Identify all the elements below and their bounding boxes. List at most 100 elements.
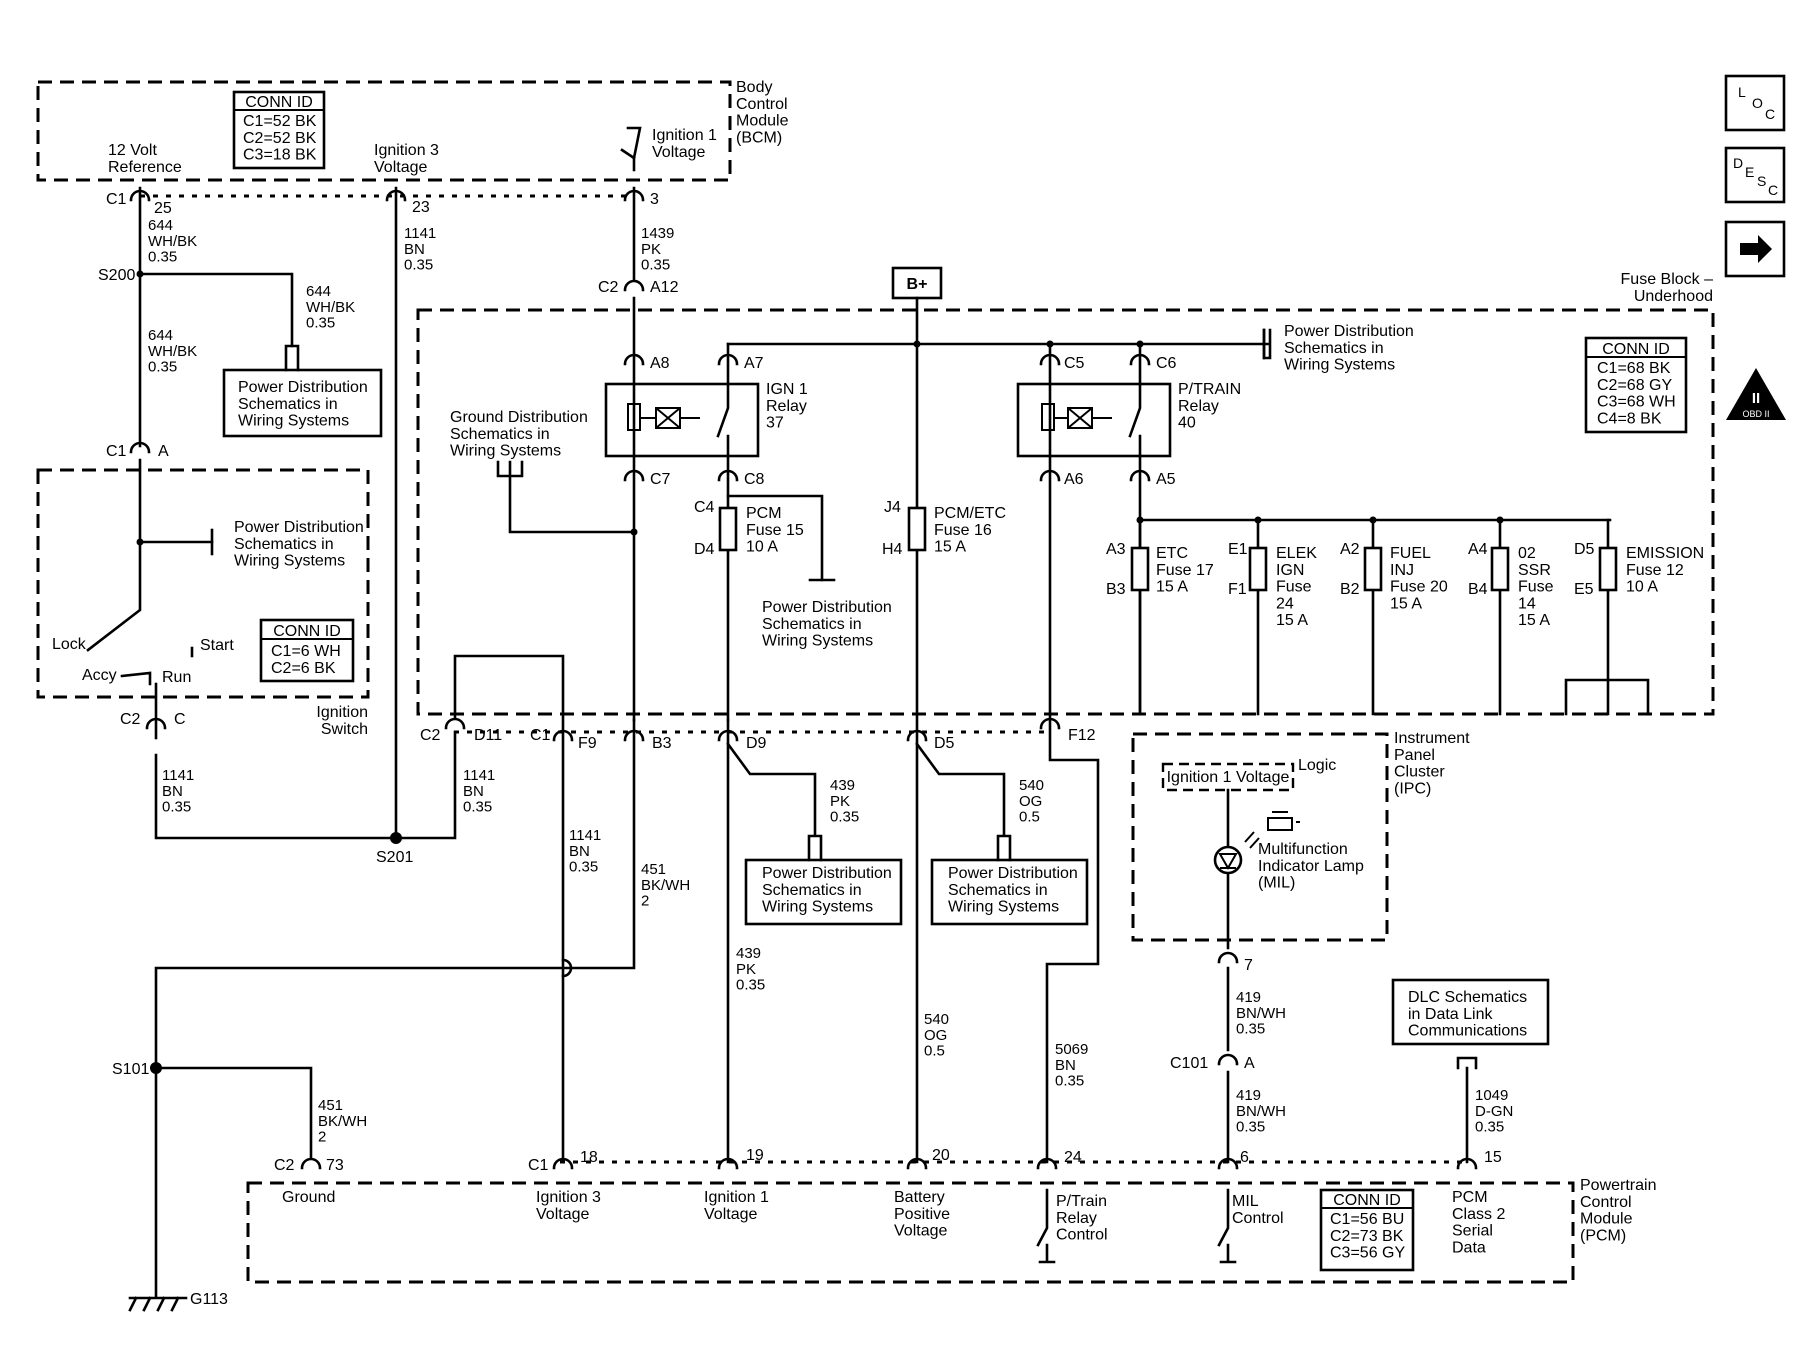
- pin-label: C6: [1156, 355, 1177, 372]
- connector-labels: C1 25 23 3 S200 C2 A12 A8 A7 C7 C8 C5 C6…: [98, 191, 1595, 1308]
- dlc-connector-stub: [1456, 1056, 1478, 1070]
- fuse-block-outline: [416, 308, 1715, 716]
- pin-label: D5: [1574, 541, 1595, 558]
- splice-label: S200: [98, 267, 135, 284]
- ground-distribution-wire: [508, 460, 636, 534]
- elek-ign-fuse-24: [1248, 546, 1268, 592]
- pin-label: A8: [650, 355, 670, 372]
- ipc-ign1-voltage-label: Ignition 1 Voltage: [1167, 769, 1290, 786]
- pin-label: C5: [1064, 355, 1085, 372]
- wire-644-branch: [138, 272, 294, 348]
- pin-label: A3: [1106, 541, 1126, 558]
- pin-label: E1: [1228, 541, 1248, 558]
- pin-label: J4: [884, 499, 901, 516]
- pin-label: B3: [1106, 581, 1126, 598]
- connector-pin-mark: [906, 729, 928, 742]
- pin-label: 23: [412, 199, 430, 216]
- description-button[interactable]: D E S C: [1724, 146, 1786, 204]
- connector-label: C2: [598, 279, 619, 296]
- fuse-bus-junction: [1496, 516, 1504, 524]
- fuel-inj-fuse-20: [1363, 546, 1383, 592]
- wire-1141-to-s201: [154, 730, 457, 840]
- splice-s200: [136, 270, 144, 278]
- pin-label: C8: [744, 471, 765, 488]
- pin-label: C: [174, 711, 186, 728]
- pin-label: F1: [1228, 581, 1247, 598]
- connector-pin-mark: [1129, 353, 1151, 366]
- wire-crossover: [561, 958, 573, 978]
- pcm-fuse-15: [718, 506, 738, 552]
- connector-pin-mark: [129, 441, 151, 454]
- wire-439-branch: [726, 742, 817, 837]
- connector-pin-mark: [129, 189, 151, 202]
- pin-label: A7: [744, 355, 764, 372]
- pin-label: A4: [1468, 541, 1488, 558]
- pin-label: C7: [650, 471, 671, 488]
- connector-pin-mark: [717, 353, 739, 366]
- pin-label: B4: [1468, 581, 1488, 598]
- obd-ii-mark: II: [1752, 390, 1760, 407]
- pin-label: A12: [650, 279, 679, 296]
- location-button-label-c: C: [1765, 106, 1775, 122]
- logic-label: Logic: [1298, 757, 1336, 774]
- next-page-button[interactable]: [1724, 220, 1786, 278]
- arrow-right-icon: [1740, 235, 1772, 263]
- description-button-label-d: D: [1733, 155, 1743, 171]
- connector-pin-mark: [1039, 717, 1061, 730]
- connector-pin-mark: [1217, 1053, 1239, 1066]
- pin-label: D9: [746, 735, 767, 752]
- ign1-relay-box: [604, 382, 760, 458]
- pin-label: 25: [154, 200, 172, 217]
- ipc-outline: [1131, 732, 1389, 942]
- fuse-block-name: Fuse Block –Underhood: [1621, 271, 1714, 305]
- pin-label: A2: [1340, 541, 1360, 558]
- mil-driver-icon: [1217, 1188, 1237, 1264]
- obd-ii-icon: [1726, 368, 1786, 420]
- obd-ii-badge: II OBD II: [1726, 368, 1786, 420]
- location-button[interactable]: L O C: [1724, 74, 1786, 132]
- pin-label: A6: [1064, 471, 1084, 488]
- pin-label: A: [158, 443, 169, 460]
- connector-pin-mark: [1456, 1157, 1478, 1170]
- connector-pin-mark: [623, 353, 645, 366]
- pin-label: A: [1244, 1055, 1255, 1072]
- connector-pin-mark: [623, 469, 645, 482]
- connector-label: C1: [530, 727, 551, 744]
- connector-pin-mark: [385, 189, 407, 202]
- splice-label: S201: [376, 849, 413, 866]
- connector-pin-mark: [552, 1157, 574, 1170]
- pin-label: D11: [474, 727, 502, 744]
- fuse-bus-junction: [1369, 516, 1377, 524]
- connector-label: C1: [528, 1157, 549, 1174]
- emission-fuse-fork: [1564, 678, 1650, 716]
- location-button-label: L: [1738, 84, 1746, 100]
- ptrain-relay-driver-icon: [1036, 1188, 1056, 1264]
- conn-id-title: CONN ID: [273, 623, 341, 640]
- wire-5069: [1045, 342, 1100, 1164]
- pin-label: 6: [1240, 1149, 1249, 1166]
- connector-label: C1: [106, 443, 127, 460]
- ptrain-relay-box: [1016, 382, 1172, 458]
